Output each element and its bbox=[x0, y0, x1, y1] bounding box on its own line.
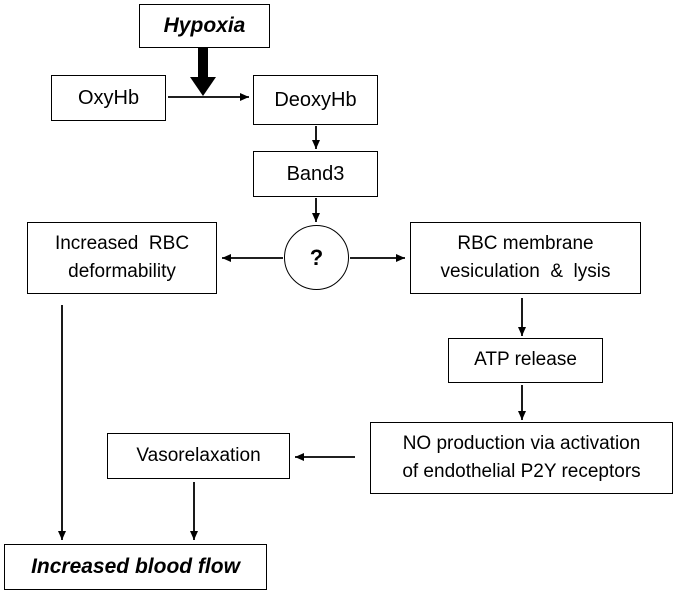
node-rbc-deformability: Increased RBC deformability bbox=[27, 222, 217, 294]
node-atp-release-label: ATP release bbox=[474, 349, 577, 371]
node-rbc-deformability-line-2: deformability bbox=[68, 261, 176, 282]
node-rbc-deformability-line-1: Increased RBC bbox=[54, 233, 190, 255]
node-oxyhb-label: OxyHb bbox=[77, 87, 140, 109]
node-increased-blood-flow-label: Increased blood flow bbox=[31, 555, 240, 579]
node-no-production: NO production via activation of endothel… bbox=[370, 422, 673, 494]
node-atp-release: ATP release bbox=[448, 338, 603, 383]
node-hypoxia-label: Hypoxia bbox=[163, 14, 246, 38]
node-no-production-line-1: NO production via activation bbox=[402, 433, 641, 455]
node-deoxyhb: DeoxyHb bbox=[253, 75, 378, 125]
node-band3-label: Band3 bbox=[286, 163, 345, 185]
node-oxyhb: OxyHb bbox=[51, 75, 166, 121]
node-deoxyhb-label: DeoxyHb bbox=[274, 89, 357, 111]
node-vesiculation-line-2: vesiculation & lysis bbox=[440, 261, 611, 282]
node-no-production-line-2: of endothelial P2Y receptors bbox=[402, 461, 641, 482]
node-hypoxia: Hypoxia bbox=[139, 4, 270, 48]
node-vasorelaxation-label: Vasorelaxation bbox=[136, 444, 261, 466]
node-unknown-label: ? bbox=[309, 244, 324, 270]
arrow-hypoxia-to-conversion bbox=[190, 48, 216, 96]
node-vasorelaxation: Vasorelaxation bbox=[107, 433, 290, 479]
node-band3: Band3 bbox=[253, 151, 378, 197]
node-vesiculation: RBC membrane vesiculation & lysis bbox=[410, 222, 641, 294]
node-increased-blood-flow: Increased blood flow bbox=[4, 544, 267, 590]
node-vesiculation-line-1: RBC membrane bbox=[457, 233, 594, 255]
node-unknown: ? bbox=[284, 225, 349, 290]
